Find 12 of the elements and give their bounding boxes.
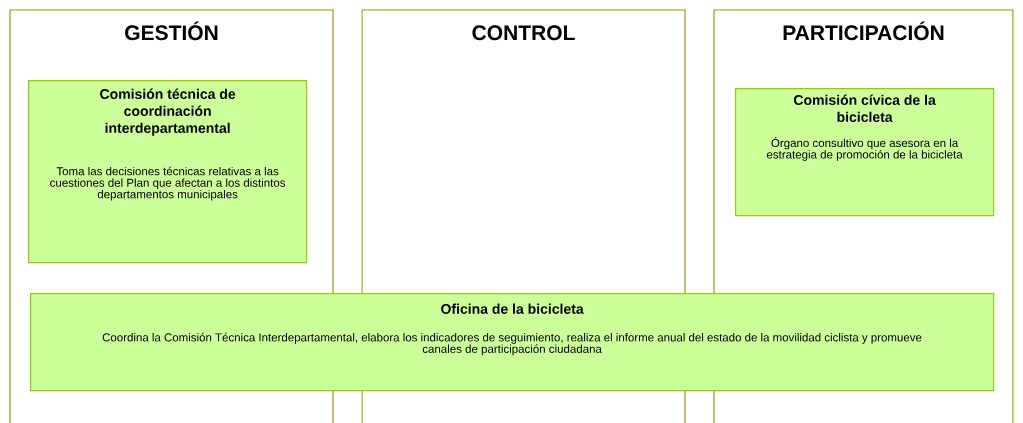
box-description: Coordina la Comisión Técnica Interdepartamental, elabora los indicadores de seguimiento, realiza el informe anual del estado de la movilidad ciclista y promueve canales de participación ciudadana [102,332,922,356]
box-description: Toma las decisiones técnicas relativas a las cuestiones del Plan que afectan a los distintos departamentos municipales [50,166,286,201]
committee-box [28,80,308,264]
box-heading: Comisión cívica de la bicicleta [794,94,936,122]
committee-box [30,293,995,392]
column-heading: CONTROL [472,25,575,41]
box-heading: Comisión técnica de coordinación interdepartamental [100,88,236,136]
committee-box [735,88,995,217]
column-heading: GESTIÓN [125,21,218,41]
box-heading: Oficina de la bicicleta [441,303,584,314]
column-heading: PARTICIPACIÓN [783,21,944,41]
box-description: Órgano consultivo que asesora en la estrategia de promoción de la bicicleta [766,137,963,161]
